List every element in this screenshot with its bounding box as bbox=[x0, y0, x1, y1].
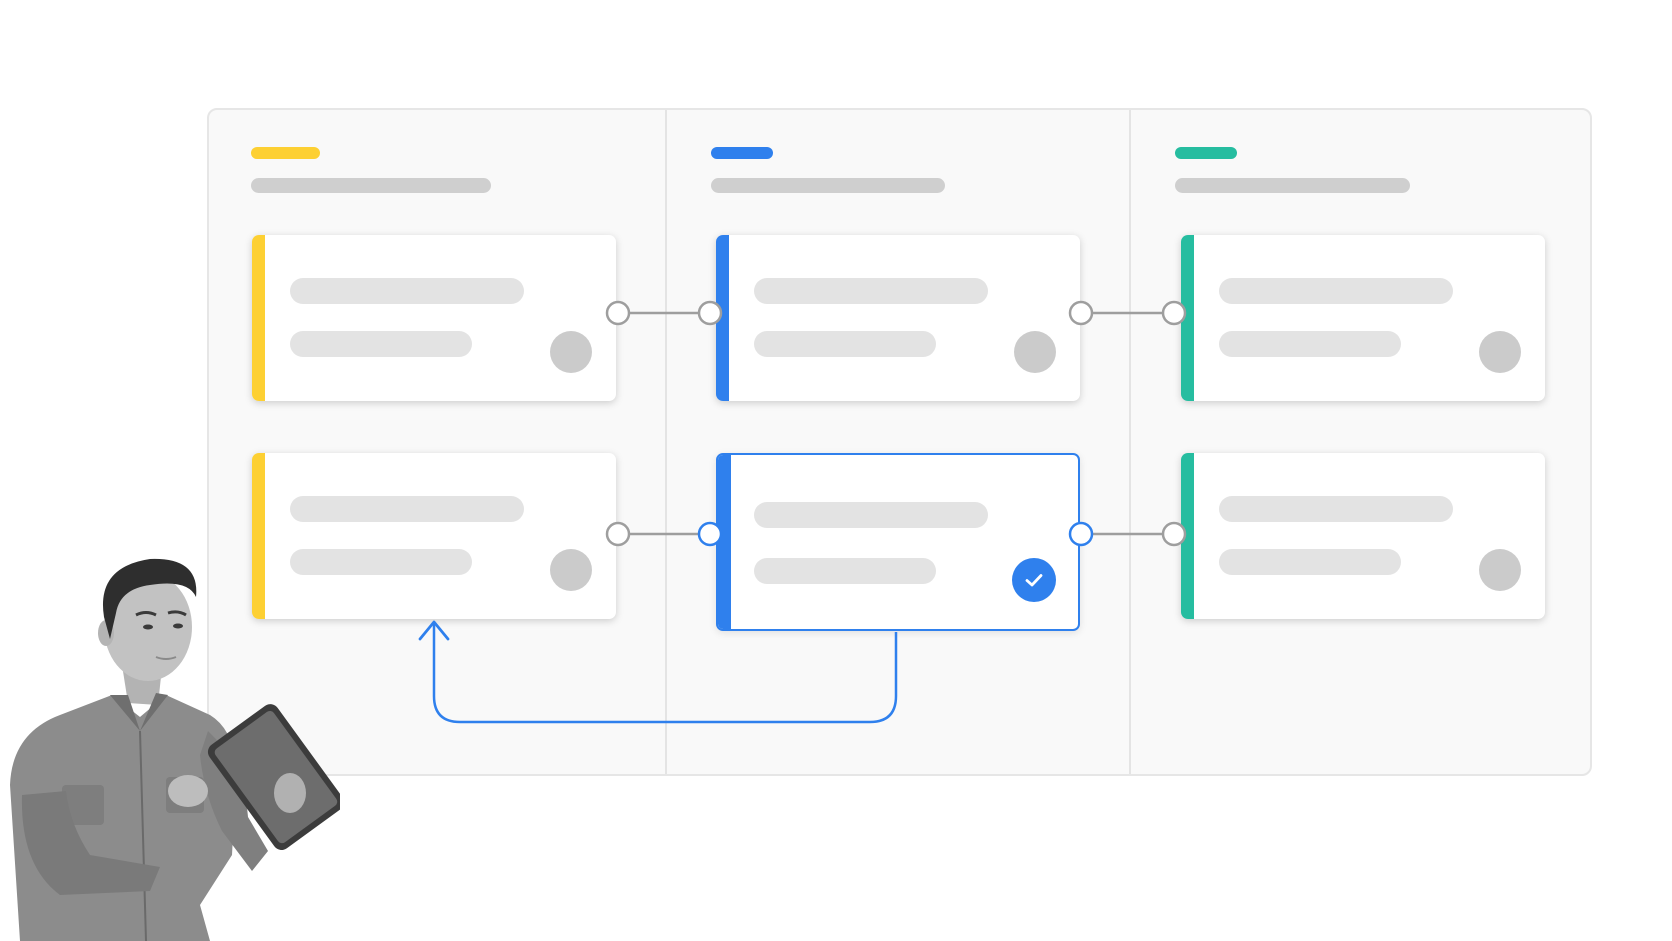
card-subtitle-placeholder bbox=[290, 549, 472, 575]
card-stripe bbox=[1181, 453, 1194, 619]
card-title-placeholder bbox=[290, 496, 524, 522]
avatar bbox=[1014, 331, 1056, 373]
card-column-3-row-1[interactable] bbox=[1181, 235, 1545, 401]
column-2-accent bbox=[711, 147, 773, 159]
card-stripe bbox=[252, 453, 265, 619]
card-subtitle-placeholder bbox=[754, 558, 936, 584]
avatar bbox=[1479, 549, 1521, 591]
avatar bbox=[550, 549, 592, 591]
check-icon bbox=[1012, 558, 1056, 602]
card-stripe bbox=[716, 235, 729, 401]
card-subtitle-placeholder bbox=[754, 331, 936, 357]
card-column-2-row-2-selected[interactable] bbox=[716, 453, 1080, 631]
card-stripe bbox=[1181, 235, 1194, 401]
card-column-1-row-2[interactable] bbox=[252, 453, 616, 619]
column-1-accent bbox=[251, 147, 320, 159]
avatar bbox=[550, 331, 592, 373]
column-2-title-placeholder bbox=[711, 178, 945, 193]
card-column-3-row-2[interactable] bbox=[1181, 453, 1545, 619]
column-1-title-placeholder bbox=[251, 178, 491, 193]
column-3-accent bbox=[1175, 147, 1237, 159]
workflow-board bbox=[207, 108, 1592, 776]
column-divider bbox=[665, 110, 667, 774]
card-column-2-row-1[interactable] bbox=[716, 235, 1080, 401]
column-3-title-placeholder bbox=[1175, 178, 1410, 193]
person-with-tablet-illustration bbox=[10, 558, 340, 941]
card-subtitle-placeholder bbox=[1219, 331, 1401, 357]
avatar bbox=[1479, 331, 1521, 373]
card-title-placeholder bbox=[754, 278, 988, 304]
card-subtitle-placeholder bbox=[1219, 549, 1401, 575]
card-title-placeholder bbox=[290, 278, 524, 304]
card-title-placeholder bbox=[754, 502, 988, 528]
column-divider bbox=[1129, 110, 1131, 774]
card-stripe bbox=[718, 455, 731, 629]
card-stripe bbox=[252, 235, 265, 401]
card-column-1-row-1[interactable] bbox=[252, 235, 616, 401]
card-title-placeholder bbox=[1219, 278, 1453, 304]
card-title-placeholder bbox=[1219, 496, 1453, 522]
card-subtitle-placeholder bbox=[290, 331, 472, 357]
